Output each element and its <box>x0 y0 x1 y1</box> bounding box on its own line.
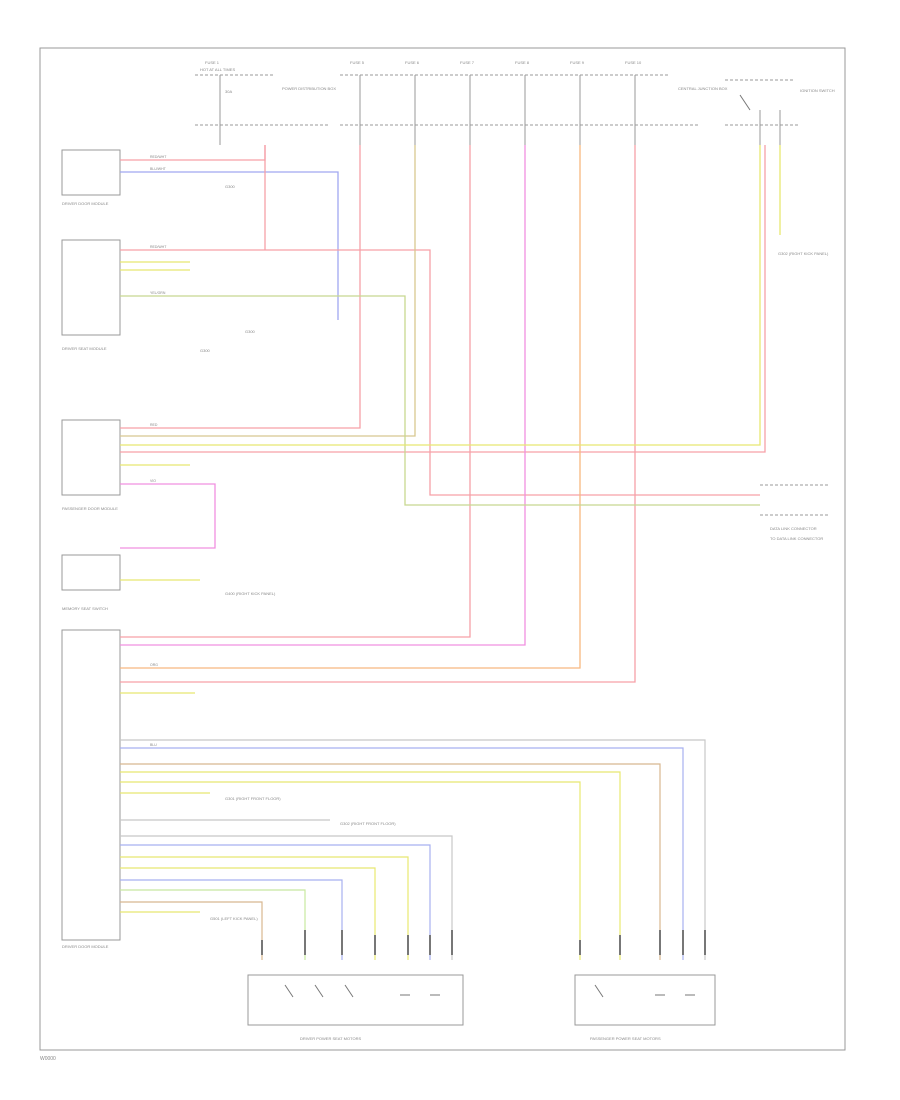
wire-label-3: RED/WHT <box>150 245 167 249</box>
wire-gray-1 <box>120 739 706 960</box>
wire-red-6 <box>120 145 471 638</box>
wire-tan-1 <box>120 145 416 437</box>
passenger-seat-motors-box <box>574 974 716 1026</box>
fuse-4-label: FUSE 7 <box>460 60 475 65</box>
module-box-5 <box>61 629 121 941</box>
wire-label-2: BLU/WHT <box>150 167 167 171</box>
ground-4: G400 (RIGHT KICK PANEL) <box>225 591 276 596</box>
box1-label: POWER DISTRIBUTION BOX <box>282 86 336 91</box>
dlc-label: DATA LINK CONNECTOR <box>770 526 817 531</box>
fuse-3-label: FUSE 6 <box>405 60 420 65</box>
ground-3: G300 <box>200 348 211 353</box>
wire-blue-2 <box>120 747 684 960</box>
ignition-label: IGNITION SWITCH <box>800 88 835 93</box>
module-3-label: PASSENGER DOOR MODULE <box>62 506 118 511</box>
ground-8: G501 (LEFT KICK PANEL) <box>210 916 258 921</box>
wire-label-5: RED <box>150 423 158 427</box>
wire-grn-1 <box>120 295 760 506</box>
driver-seat-switches <box>284 984 440 998</box>
ground-1: G300 <box>225 184 236 189</box>
ground-7: G302 (RIGHT FRONT FLOOR) <box>340 821 396 826</box>
wire-red-4 <box>120 145 361 429</box>
module-box-4 <box>61 554 121 591</box>
wire-tan-2 <box>120 763 661 960</box>
module-2-label: DRIVER SEAT MODULE <box>62 346 107 351</box>
wire-pink-2 <box>120 483 216 549</box>
fuse-1-amps: 30A <box>225 89 232 94</box>
wire-yel-11 <box>120 856 409 960</box>
fuse-1-label: FUSE 1 <box>205 60 220 65</box>
wire-red-7 <box>120 145 636 683</box>
ignition-switch: IGNITION SWITCH <box>725 79 835 145</box>
module-1-label: DRIVER DOOR MODULE <box>62 201 109 206</box>
driver-seat-motors-box <box>247 974 464 1026</box>
wire-gray-3 <box>120 835 453 960</box>
passenger-seat-switches <box>594 984 695 998</box>
fuse-box-center: FUSE 5 FUSE 6 FUSE 7 FUSE 8 FUSE 9 FUSE … <box>340 60 728 145</box>
ground-6: G301 (RIGHT FRONT FLOOR) <box>225 796 281 801</box>
ground-5: G302 (RIGHT KICK PANEL) <box>778 251 829 256</box>
data-link-connector: DATA LINK CONNECTOR TO DATA LINK CONNECT… <box>760 484 830 541</box>
box2-label: CENTRAL JUNCTION BOX <box>678 86 728 91</box>
fuse-5-label: FUSE 8 <box>515 60 530 65</box>
wire-pink-1 <box>120 145 526 646</box>
diagram-frame <box>39 47 846 1051</box>
wire-tan-3 <box>120 901 263 960</box>
hot-at-all-times-label: HOT AT ALL TIMES <box>200 67 235 72</box>
fuse-box-left: FUSE 1 HOT AT ALL TIMES 30A POWER DISTRI… <box>195 60 336 145</box>
wire-label-4: YEL/GRN <box>150 291 166 295</box>
wire-label-7: ORG <box>150 663 158 667</box>
wire-red-2 <box>120 249 760 496</box>
can-label: TO DATA LINK CONNECTOR <box>770 536 823 541</box>
module-box-1 <box>61 149 121 196</box>
wire-blue-1 <box>120 171 339 320</box>
passenger-seat-motors-label: PASSENGER POWER SEAT MOTORS <box>590 1036 661 1041</box>
wire-label-8: BLU <box>150 743 157 747</box>
wire-grn-2 <box>120 889 306 960</box>
wire-yel-8 <box>120 771 621 960</box>
driver-seat-motors-label: DRIVER POWER SEAT MOTORS <box>300 1036 361 1041</box>
wire-red-1 <box>120 145 266 161</box>
fuse-6-label: FUSE 9 <box>570 60 585 65</box>
wire-label-1: RED/WHT <box>150 155 167 159</box>
wire-label-6: VIO <box>150 479 156 483</box>
fuse-7-label: FUSE 10 <box>625 60 642 65</box>
module-4-label: MEMORY SEAT SWITCH <box>62 606 108 611</box>
wire-orange-1 <box>120 145 581 669</box>
wire-red-5 <box>120 145 766 453</box>
wire-yel-12 <box>120 867 376 960</box>
footer-ref: W0000 <box>40 1056 56 1062</box>
wire-yel-9 <box>120 781 581 960</box>
module-box-3 <box>61 419 121 496</box>
wire-yel-4 <box>120 145 761 446</box>
module-box-2 <box>61 239 121 336</box>
ground-2: G300 <box>245 329 256 334</box>
fuse-2-label: FUSE 5 <box>350 60 365 65</box>
wire-blue-3 <box>120 844 431 960</box>
module-5-label: DRIVER DOOR MODULE <box>62 944 109 949</box>
